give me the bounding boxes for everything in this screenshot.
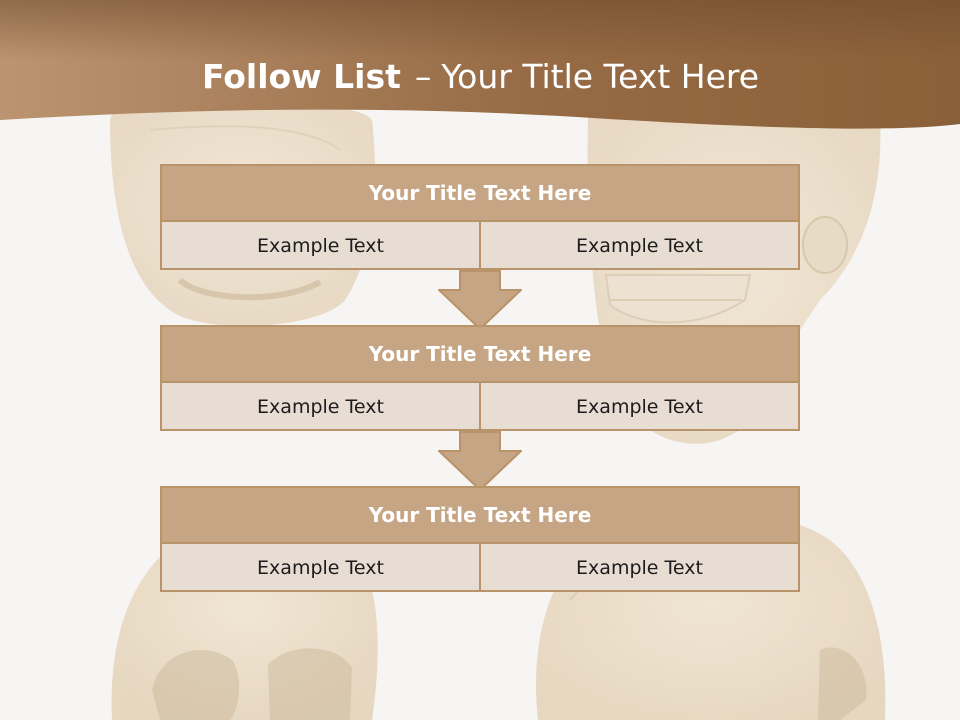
step-text-right: Example Text [479,222,798,270]
step-title: Your Title Text Here [162,166,798,222]
title-rest: Your Title Text Here [441,57,760,96]
step-title: Your Title Text Here [162,327,798,383]
down-arrow-icon [438,431,522,491]
title-dash: – [414,57,432,96]
step-text-left: Example Text [257,235,384,257]
down-arrow-icon [438,270,522,330]
list-step-1: Your Title Text Here Example Text Exampl… [160,164,800,270]
step-text-right: Example Text [479,383,798,431]
follow-list: Your Title Text Here Example Text Exampl… [160,164,800,594]
title-bold: Follow List [202,57,401,96]
slide-title: Follow List–Your Title Text Here [202,56,759,98]
step-title: Your Title Text Here [162,488,798,544]
list-step-2: Your Title Text Here Example Text Exampl… [160,325,800,431]
step-text-left: Example Text [257,396,384,418]
list-step-3: Your Title Text Here Example Text Exampl… [160,486,800,592]
step-text-left: Example Text [257,557,384,579]
step-text-right: Example Text [479,544,798,592]
